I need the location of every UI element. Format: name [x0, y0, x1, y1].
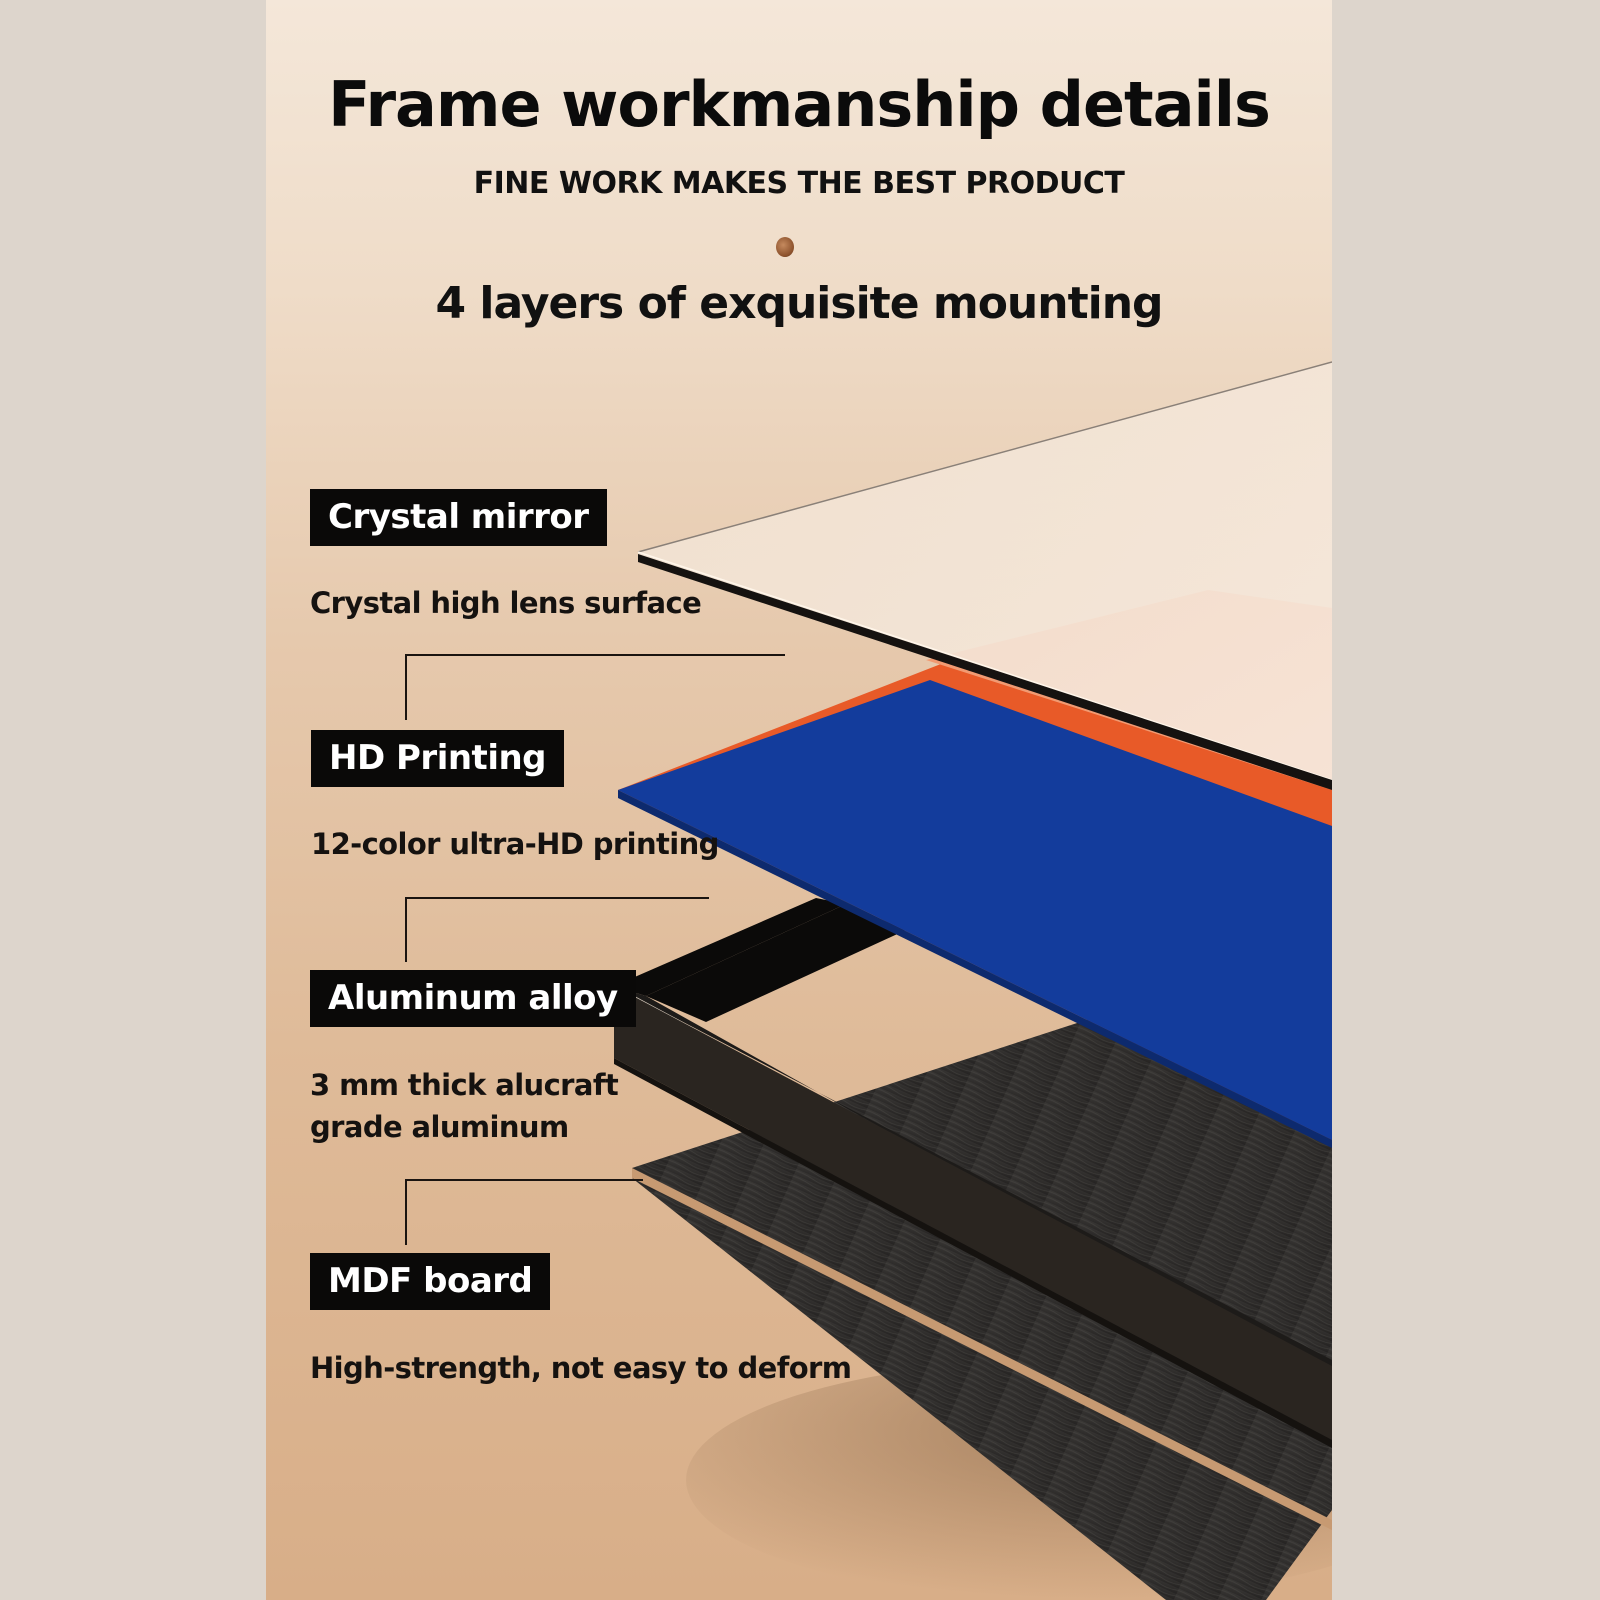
product-detail-panel: Frame workmanship details FINE WORK MAKE… — [266, 0, 1332, 1600]
layer-label-crystal-mirror: Crystal mirror — [310, 489, 607, 546]
page-subtitle: FINE WORK MAKES THE BEST PRODUCT — [473, 166, 1125, 201]
layer-label-aluminum-alloy: Aluminum alloy — [310, 970, 636, 1027]
layer-desc-line-1: 3 mm thick alucraft — [310, 1068, 619, 1102]
mdf-board-layer — [632, 940, 1332, 1600]
layer-desc-hd-printing: 12-color ultra-HD printing — [311, 827, 719, 861]
layer-desc-line-2: grade aluminum — [310, 1110, 569, 1144]
layer-desc-mdf-board: High-strength, not easy to deform — [310, 1351, 852, 1385]
layers-illustration — [614, 361, 1332, 1600]
section-heading: 4 layers of exquisite mounting — [435, 278, 1163, 329]
layer-desc-crystal-mirror: Crystal high lens surface — [310, 586, 702, 620]
layer-label-mdf-board: MDF board — [310, 1253, 551, 1310]
aluminum-frame-layer — [614, 898, 1332, 1448]
layer-label-hd-printing: HD Printing — [311, 730, 565, 787]
crystal-mirror-layer — [637, 361, 1332, 790]
bullet-dot-icon — [776, 237, 794, 257]
page-title: Frame workmanship details — [328, 68, 1271, 141]
layer-desc-aluminum-alloy: 3 mm thick alucraft grade aluminum — [310, 1064, 619, 1148]
